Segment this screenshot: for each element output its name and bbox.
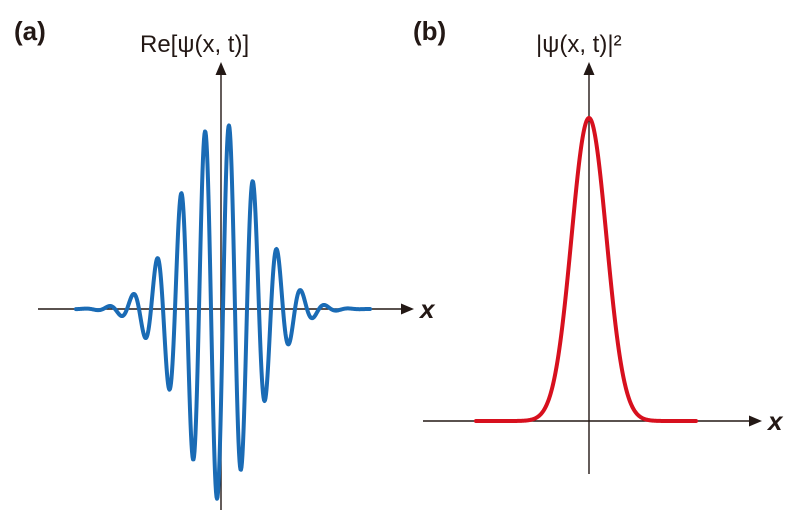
panel-a: (a) Re[ψ(x, t)] x — [14, 16, 436, 510]
panel-a-y-axis-label: Re[ψ(x, t)] — [140, 31, 249, 58]
panel-b: (b) |ψ(x, t)|² x — [413, 16, 784, 474]
panel-b-y-axis-label: |ψ(x, t)|² — [536, 31, 622, 58]
panel-a-y-axis-arrow — [215, 62, 227, 75]
panel-b-x-axis-label: x — [766, 406, 784, 436]
panel-b-x-axis-arrow — [749, 415, 762, 427]
panel-a-label: (a) — [14, 16, 46, 46]
panel-a-wave-packet-curve — [74, 123, 372, 501]
panel-b-label: (b) — [413, 16, 446, 46]
panel-b-density-curve — [474, 116, 698, 423]
panel-b-y-axis-arrow — [583, 62, 595, 75]
panel-a-x-axis-label: x — [418, 294, 436, 324]
panel-a-x-axis-arrow — [401, 303, 414, 315]
